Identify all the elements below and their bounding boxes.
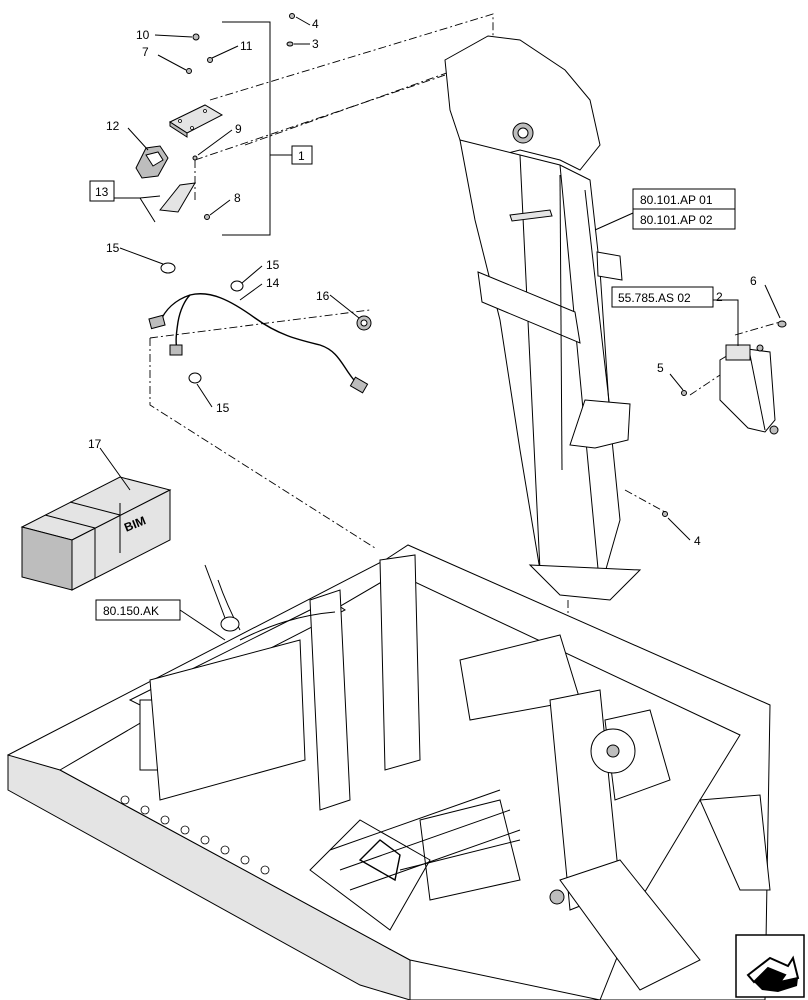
item-8-screw <box>204 214 210 220</box>
callout-3: 3 <box>312 37 319 51</box>
item-1-group-bracket <box>222 21 292 236</box>
item-2-sensor-bracket <box>719 344 779 435</box>
item-15-clip-a <box>160 262 176 274</box>
ref-80-101-ap-02[interactable]: 80.101.AP 02 <box>632 208 736 230</box>
ref-55-785-as-02[interactable]: 55.785.AS 02 <box>611 286 714 308</box>
item-6-clip <box>777 320 787 328</box>
callout-6: 6 <box>750 274 757 288</box>
callout-4-lower: 4 <box>694 534 701 548</box>
item-14-wire-harness <box>148 262 369 394</box>
svg-text:13: 13 <box>95 185 109 199</box>
svg-text:55.785.AS 02: 55.785.AS 02 <box>618 291 691 305</box>
mounting-plate <box>168 104 224 138</box>
callout-7: 7 <box>142 45 149 59</box>
svg-text:80.101.AP 01: 80.101.AP 01 <box>640 193 713 207</box>
callout-4-top: 4 <box>312 17 319 31</box>
item-15-clip-c <box>188 372 202 384</box>
callout-12: 12 <box>106 119 120 133</box>
ref-80-101-ap-01[interactable]: 80.101.AP 01 <box>632 188 736 210</box>
callout-10: 10 <box>136 28 150 42</box>
item-10-nut <box>192 33 200 41</box>
callout-15-a: 15 <box>106 241 120 255</box>
item-17-crate: BIM <box>20 476 172 591</box>
callout-14: 14 <box>266 276 280 290</box>
callout-labels: 10 7 11 4 3 12 9 8 15 15 14 16 15 17 5 2… <box>88 17 757 548</box>
item-4-lower-nut <box>662 511 668 517</box>
callout-15-b: 15 <box>266 258 280 272</box>
callout-9: 9 <box>235 122 242 136</box>
item-16-grommet <box>356 315 372 331</box>
callout-8: 8 <box>234 191 241 205</box>
callout-5: 5 <box>657 361 664 375</box>
boxed-callout-1: 1 <box>291 145 313 165</box>
boxed-callout-13: 13 <box>89 180 115 202</box>
svg-text:80.150.AK: 80.150.AK <box>103 604 159 618</box>
item-15-clip-b <box>230 280 244 292</box>
callout-16: 16 <box>316 289 330 303</box>
discharge-chute <box>444 35 642 601</box>
item-3-washer <box>286 41 294 47</box>
view-orientation-arrow-icon[interactable] <box>735 934 805 998</box>
callout-15-c: 15 <box>216 401 230 415</box>
svg-text:80.101.AP 02: 80.101.AP 02 <box>640 213 713 227</box>
item-12-light <box>135 145 169 179</box>
hardware-small-parts <box>186 13 787 517</box>
callout-17: 17 <box>88 437 102 451</box>
item-11-screw <box>207 57 213 63</box>
leader-lines <box>99 16 781 641</box>
main-frame <box>6 544 771 1000</box>
item-4-top-nut <box>289 13 295 19</box>
item-13-lens <box>113 182 196 223</box>
alignment-lines <box>149 13 781 650</box>
callout-2: 2 <box>716 290 723 304</box>
item-7-washer <box>186 68 192 74</box>
callout-11: 11 <box>240 39 253 53</box>
ref-80-150-ak[interactable]: 80.150.AK <box>95 599 181 621</box>
item-9-screw <box>192 155 198 161</box>
svg-text:1: 1 <box>298 149 305 163</box>
item-5-screw <box>681 390 687 396</box>
